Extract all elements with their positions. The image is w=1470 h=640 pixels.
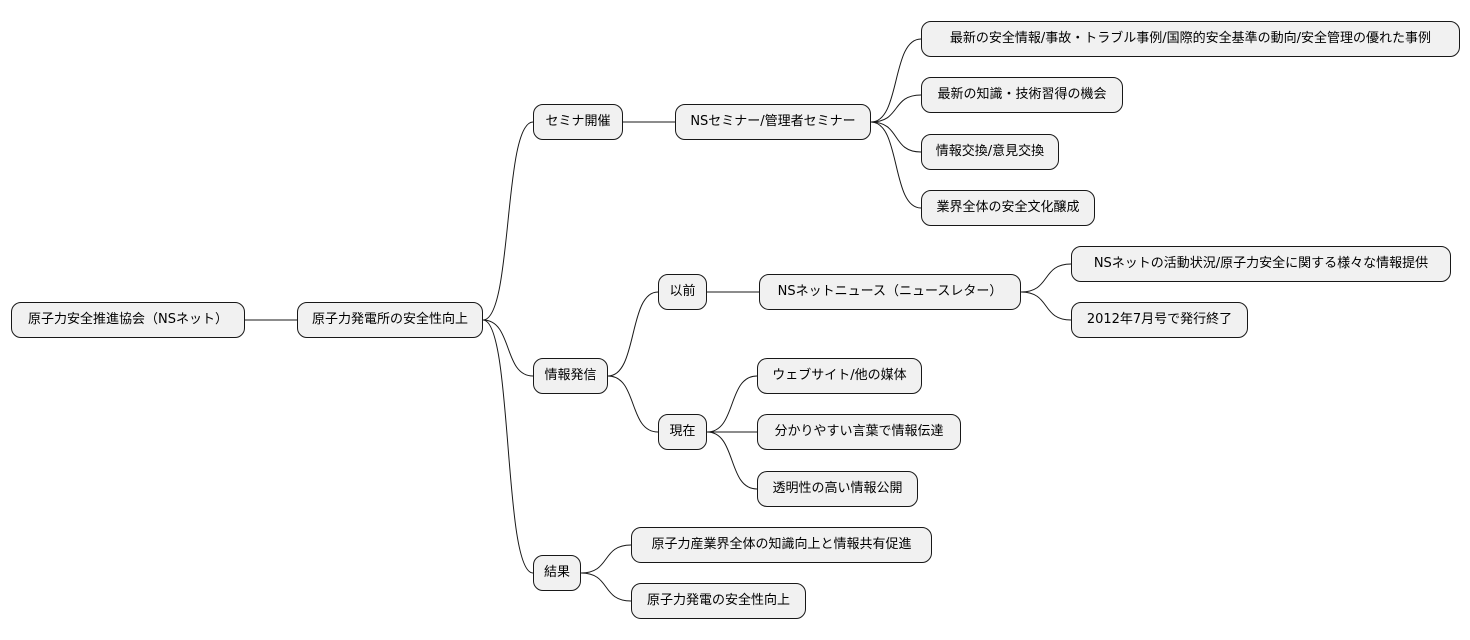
connector bbox=[1020, 291, 1072, 321]
info-past-child-node: NSネットニュース（ニュースレター） bbox=[759, 274, 1021, 310]
seminar-child-node: NSセミナー/管理者セミナー bbox=[675, 104, 871, 140]
info-present-node: 現在 bbox=[658, 414, 707, 450]
connector bbox=[607, 375, 659, 433]
seminar-node: セミナ開催 bbox=[533, 104, 623, 140]
info-node: 情報発信 bbox=[533, 358, 608, 394]
connector bbox=[870, 121, 922, 209]
level1-node: 原子力発電所の安全性向上 bbox=[297, 302, 483, 338]
connector bbox=[607, 291, 659, 377]
seminar-item-node: 最新の知識・技術習得の機会 bbox=[921, 77, 1123, 113]
connector bbox=[482, 121, 534, 321]
connector bbox=[870, 121, 922, 153]
result-node: 結果 bbox=[533, 555, 581, 591]
seminar-item-node: 情報交換/意見交換 bbox=[921, 134, 1059, 170]
info-past-item-node: 2012年7月号で発行終了 bbox=[1071, 302, 1248, 338]
info-present-item-node: 透明性の高い情報公開 bbox=[757, 471, 918, 507]
connector bbox=[706, 375, 758, 433]
info-present-item-node: 分かりやすい言葉で情報伝達 bbox=[757, 414, 961, 450]
result-item-node: 原子力発電の安全性向上 bbox=[631, 583, 806, 619]
connector bbox=[580, 544, 632, 574]
info-past-item-node: NSネットの活動状況/原子力安全に関する様々な情報提供 bbox=[1071, 246, 1451, 282]
info-past-node: 以前 bbox=[658, 274, 707, 310]
result-item-node: 原子力産業界全体の知識向上と情報共有促進 bbox=[631, 527, 932, 563]
connector bbox=[1020, 263, 1072, 293]
connector bbox=[870, 38, 922, 123]
connector bbox=[482, 319, 534, 377]
connector bbox=[870, 94, 922, 123]
connector bbox=[706, 431, 758, 490]
seminar-item-node: 最新の安全情報/事故・トラブル事例/国際的安全基準の動向/安全管理の優れた事例 bbox=[921, 21, 1460, 57]
connector bbox=[482, 319, 534, 574]
seminar-item-node: 業界全体の安全文化醸成 bbox=[921, 190, 1095, 226]
root-node: 原子力安全推進協会（NSネット） bbox=[11, 302, 245, 338]
connector bbox=[580, 572, 632, 602]
info-present-item-node: ウェブサイト/他の媒体 bbox=[757, 358, 922, 394]
